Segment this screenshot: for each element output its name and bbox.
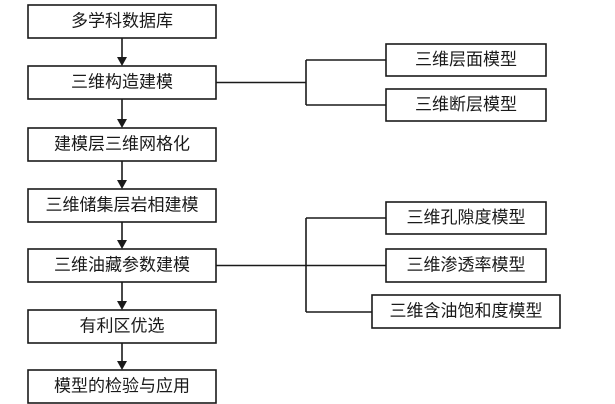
node-porosity-model: 三维孔隙度模型 [385, 201, 547, 235]
node-structural-modeling: 三维构造建模 [27, 65, 217, 100]
property-branch-connectors [216, 217, 386, 313]
node-multidisciplinary-database: 多学科数据库 [27, 4, 217, 39]
node-label: 有利区优选 [80, 317, 165, 337]
structural-branch-connectors [216, 59, 386, 106]
node-model-validation: 模型的检验与应用 [27, 369, 217, 404]
arrow-structural-to-grid [117, 99, 127, 128]
arrow-property-to-selection [117, 282, 127, 310]
node-permeability-model: 三维渗透率模型 [385, 248, 547, 283]
node-label: 三维油藏参数建模 [54, 256, 190, 276]
arrow-grid-to-facies [117, 161, 127, 189]
node-label: 模型的检验与应用 [54, 377, 190, 397]
main-flow: 多学科数据库 三维构造建模 建模层三维网格化 三维储集层岩相建模 三维油藏参数建… [27, 4, 217, 404]
node-label: 三维孔隙度模型 [407, 208, 526, 228]
node-label: 三维含油饱和度模型 [390, 302, 543, 322]
node-saturation-model: 三维含油饱和度模型 [371, 294, 561, 329]
arrow-database-to-structural [117, 38, 127, 66]
node-label: 三维渗透率模型 [407, 256, 526, 276]
main-flow-arrows [117, 38, 127, 370]
node-label: 三维层面模型 [415, 50, 517, 70]
arrow-facies-to-property [117, 222, 127, 249]
node-horizon-model: 三维层面模型 [385, 43, 547, 77]
node-grid-generation: 建模层三维网格化 [27, 127, 217, 162]
property-branch: 三维孔隙度模型 三维渗透率模型 三维含油饱和度模型 [216, 201, 561, 329]
node-label: 三维构造建模 [71, 73, 173, 93]
node-label: 多学科数据库 [71, 12, 173, 32]
node-property-modeling: 三维油藏参数建模 [27, 248, 217, 283]
structural-branch: 三维层面模型 三维断层模型 [216, 43, 547, 122]
node-fault-model: 三维断层模型 [385, 88, 547, 122]
node-label: 三维储集层岩相建模 [46, 196, 199, 216]
node-label: 建模层三维网格化 [54, 135, 190, 155]
node-label: 三维断层模型 [415, 95, 517, 115]
arrow-selection-to-validation [117, 343, 127, 370]
node-model-selection: 有利区优选 [27, 309, 217, 344]
node-facies-modeling: 三维储集层岩相建模 [27, 188, 217, 223]
